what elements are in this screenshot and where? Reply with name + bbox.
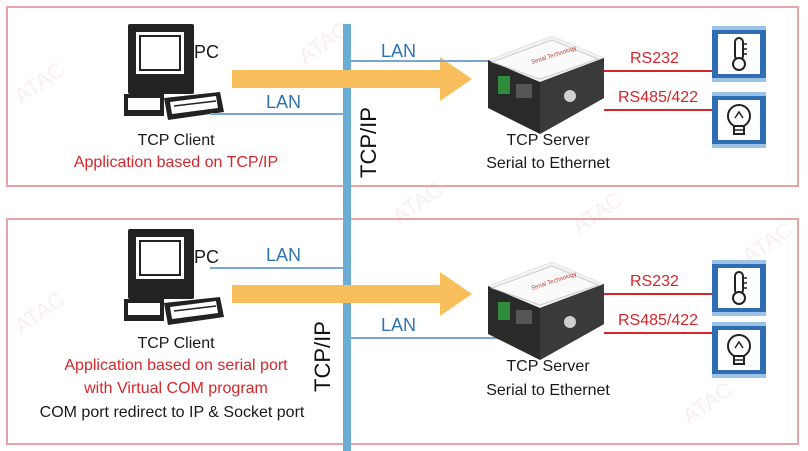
client-server-panel-bottom [6,218,799,445]
client-description: with Virtual COM program [84,380,268,397]
pc-label: PC [194,247,220,267]
server-description: Serial to Ethernet [486,155,610,172]
server-title: TCP Server [506,132,590,149]
data-flow-arrow [232,57,472,101]
client-description: Application based on TCP/IP [73,154,279,171]
lan-label: LAN [381,41,417,61]
rs485-label: RS485/422 [618,89,699,106]
lightbulb-icon [712,92,766,148]
lan-label: LAN [266,92,302,112]
tcpip-label: TCP/IP [310,321,335,392]
rs485-label: RS485/422 [618,312,699,329]
lightbulb-icon [712,322,766,378]
thermometer-icon [712,260,766,316]
serial-device-server: Serial Technology [488,262,604,360]
pc-icon [124,229,224,325]
lan-label: LAN [381,315,417,335]
tcpip-bus [343,24,351,451]
server-title: TCP Server [506,358,590,375]
rs232-label: RS232 [630,50,679,67]
pc-icon [124,24,224,120]
serial-device-server: Serial Technology [488,36,604,134]
rs232-label: RS232 [630,273,679,290]
tcpip-label: TCP/IP [356,107,381,178]
server-description: Serial to Ethernet [486,382,610,399]
client-server-panel-top [6,6,799,187]
client-title: TCP Client [137,132,215,149]
client-description: Application based on serial port [64,357,288,374]
client-title: TCP Client [137,335,215,352]
pc-label: PC [194,42,220,62]
data-flow-arrow [232,272,472,316]
client-description: COM port redirect to IP & Socket port [39,404,305,421]
thermometer-icon [712,26,766,82]
lan-label: LAN [266,245,302,265]
